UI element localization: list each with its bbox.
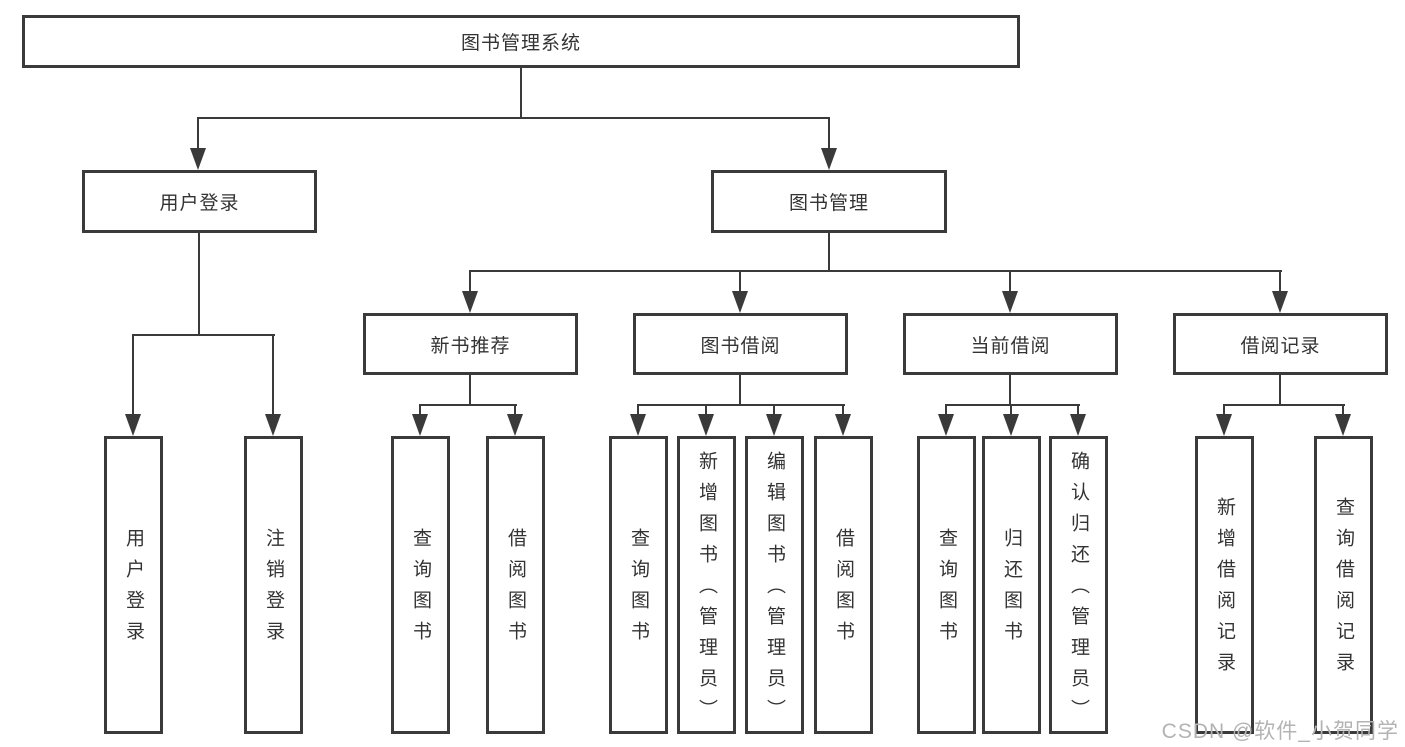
connector-line — [132, 334, 275, 336]
leaf-label: 查询图书 — [936, 528, 957, 652]
leaf-logout: 注销登录 — [244, 436, 303, 734]
connector-line — [1010, 404, 1012, 416]
connector-line — [198, 233, 200, 336]
leaf-add-book-admin: 新增图书（管理员） — [677, 436, 736, 734]
connector-line — [828, 233, 830, 272]
connector-line — [514, 404, 516, 416]
connector-line — [1223, 404, 1225, 416]
leaf-label: 编辑图书（管理员） — [764, 450, 785, 730]
connector-line — [1223, 404, 1345, 406]
connector-line — [842, 404, 844, 416]
arrowhead — [1070, 414, 1086, 436]
node-label: 用户登录 — [159, 193, 240, 214]
connector-line — [637, 404, 845, 406]
connector-line — [1009, 270, 1011, 293]
node-borrow-records: 借阅记录 — [1173, 313, 1388, 375]
connector-line — [1342, 404, 1344, 416]
leaf-confirm-return-admin: 确认归还（管理员） — [1049, 436, 1108, 734]
node-book-management: 图书管理 — [711, 170, 947, 233]
leaf-return-book: 归还图书 — [982, 436, 1041, 734]
leaf-query-books-borrow: 查询图书 — [609, 436, 668, 734]
leaf-add-borrow-record: 新增借阅记录 — [1195, 436, 1254, 734]
arrowhead — [265, 414, 281, 436]
node-label: 图书借阅 — [700, 335, 781, 357]
arrowhead — [732, 291, 748, 313]
leaf-label: 新增图书（管理员） — [696, 450, 717, 730]
leaf-label: 用户登录 — [123, 528, 144, 652]
arrowhead — [1003, 414, 1019, 436]
leaf-borrow-books: 借阅图书 — [814, 436, 873, 734]
arrowhead — [1002, 291, 1018, 313]
connector-line — [469, 270, 471, 293]
connector-line — [272, 334, 274, 416]
leaf-query-borrow-record: 查询借阅记录 — [1314, 436, 1373, 734]
connector-line — [197, 117, 199, 150]
leaf-label: 查询借阅记录 — [1333, 497, 1354, 683]
leaf-label: 查询图书 — [628, 528, 649, 652]
connector-line — [1279, 270, 1281, 293]
arrowhead — [938, 414, 954, 436]
leaf-label: 借阅图书 — [505, 528, 526, 652]
arrowhead — [462, 291, 478, 313]
arrowhead — [507, 414, 523, 436]
connector-line — [419, 404, 421, 416]
arrowhead — [190, 148, 206, 170]
watermark: CSDN @软件_小贺同学 — [1161, 720, 1399, 743]
node-label: 当前借阅 — [970, 335, 1051, 357]
leaf-label: 查询图书 — [410, 528, 431, 652]
connector-line — [945, 404, 1080, 406]
connector-line — [705, 404, 707, 416]
node-label: 图书管理系统 — [460, 33, 581, 54]
node-current-borrow: 当前借阅 — [903, 313, 1118, 375]
node-user-login: 用户登录 — [82, 170, 317, 233]
leaf-label: 确认归还（管理员） — [1068, 450, 1089, 730]
arrowhead — [835, 414, 851, 436]
leaf-query-books-current: 查询图书 — [917, 436, 976, 734]
connector-line — [419, 404, 517, 406]
leaf-edit-book-admin: 编辑图书（管理员） — [745, 436, 804, 734]
leaf-label: 注销登录 — [263, 528, 284, 652]
node-label: 借阅记录 — [1240, 335, 1321, 357]
arrowhead — [821, 148, 837, 170]
arrowhead — [1216, 414, 1232, 436]
connector-line — [197, 117, 830, 119]
connector-line — [1279, 375, 1281, 406]
connector-line — [828, 117, 830, 150]
arrowhead — [1335, 414, 1351, 436]
arrowhead — [698, 414, 714, 436]
connector-line — [739, 375, 741, 406]
connector-line — [773, 404, 775, 416]
connector-line — [469, 270, 1282, 272]
connector-line — [739, 270, 741, 293]
connector-line — [1077, 404, 1079, 416]
arrowhead — [1272, 291, 1288, 313]
leaf-label: 借阅图书 — [833, 528, 854, 652]
node-label: 新书推荐 — [430, 335, 511, 357]
leaf-label: 归还图书 — [1001, 528, 1022, 652]
connector-line — [469, 375, 471, 406]
node-label: 图书管理 — [788, 193, 869, 214]
node-library-management-system: 图书管理系统 — [22, 15, 1020, 68]
leaf-query-books-recommend: 查询图书 — [391, 436, 450, 734]
connector-line — [945, 404, 947, 416]
connector-line — [637, 404, 639, 416]
leaf-user-login: 用户登录 — [104, 436, 163, 734]
arrowhead — [766, 414, 782, 436]
node-new-book-recommend: 新书推荐 — [363, 313, 578, 375]
arrowhead — [412, 414, 428, 436]
connector-line — [520, 68, 522, 119]
leaf-label: 新增借阅记录 — [1214, 497, 1235, 683]
arrowhead — [630, 414, 646, 436]
node-book-borrow: 图书借阅 — [633, 313, 848, 375]
arrowhead — [125, 414, 141, 436]
connector-line — [132, 334, 134, 416]
connector-line — [1009, 375, 1011, 406]
leaf-borrow-books-recommend: 借阅图书 — [486, 436, 545, 734]
